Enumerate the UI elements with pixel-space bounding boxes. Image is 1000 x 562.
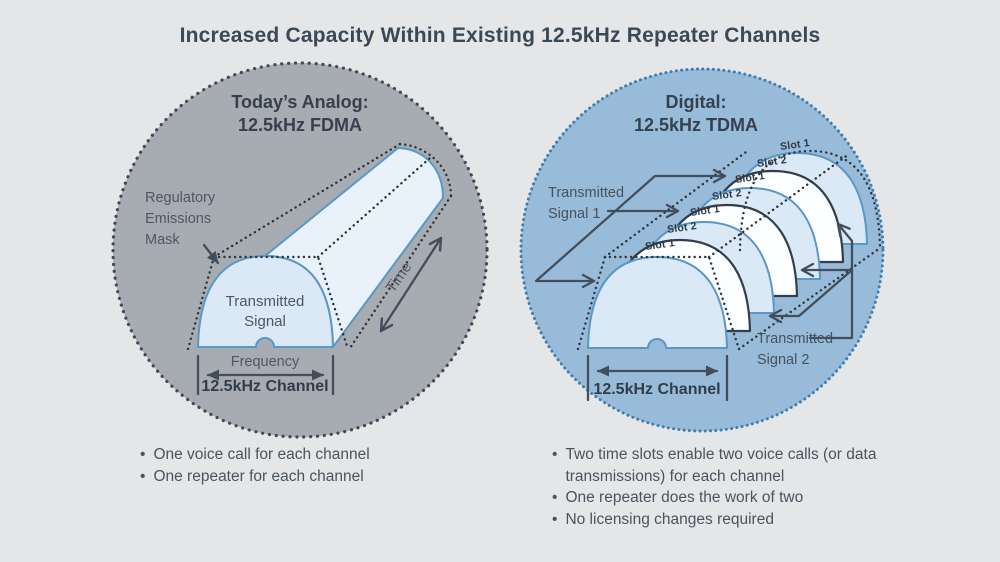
fdma-bullet-list: • One voice call for each channel • One … — [140, 444, 500, 487]
signal1-line2: Signal 1 — [548, 206, 601, 222]
list-item: • One repeater does the work of two — [552, 487, 912, 509]
channel-label-left: 12.5kHz Channel — [201, 378, 329, 395]
page-title: Increased Capacity Within Existing 12.5k… — [179, 24, 821, 47]
frequency-label: Frequency — [230, 354, 300, 370]
bullet-text: Two time slots enable two voice calls (o… — [565, 446, 877, 485]
dotted-border — [111, 61, 489, 439]
fdma-arrows — [196, 236, 443, 396]
signal2-arrow-1 — [800, 262, 854, 340]
tdma-bullet-list: • Two time slots enable two voice calls … — [552, 444, 912, 530]
transmitted-signal-line2: Signal — [244, 313, 286, 330]
bullet-text: One repeater for each channel — [153, 467, 364, 485]
bullet-marker: • — [552, 446, 558, 463]
bullet-marker: • — [140, 446, 146, 463]
signal1-line1: Transmitted — [548, 185, 625, 201]
dotted-border — [519, 67, 885, 433]
list-item: • Two time slots enable two voice calls … — [552, 444, 912, 487]
tdma-heading-line2: 12.5kHz TDMA — [633, 114, 759, 135]
fdma-circle — [111, 61, 489, 439]
tdma-heading: Digital: 12.5kHz TDMA — [546, 91, 846, 136]
fdma-heading-line1: Today’s Analog: — [231, 92, 369, 112]
bullet-marker: • — [140, 467, 146, 485]
signal1-span-arrow — [534, 168, 727, 289]
tdma-circle — [519, 67, 885, 433]
signal2-line2: Signal 2 — [757, 352, 810, 368]
mask-pointer-arrow — [202, 243, 220, 265]
fdma-heading: Today’s Analog: 12.5kHz FDMA — [150, 91, 450, 136]
mask-label-line2: Emissions — [145, 211, 212, 227]
analog-signal-cylinder — [197, 147, 444, 348]
cylinder-front-dome — [197, 255, 334, 348]
time-arrow — [379, 236, 443, 333]
bullet-text: One repeater does the work of two — [565, 489, 804, 506]
transmitted-signal1-label: Transmitted Signal 1 — [548, 183, 658, 225]
channel-label-right: 12.5kHz Channel — [593, 381, 721, 398]
bullet-marker: • — [552, 510, 558, 528]
mask-label-line3: Mask — [145, 232, 180, 248]
signal2-arrow-3 — [836, 222, 854, 272]
bullet-text: One voice call for each channel — [153, 446, 370, 463]
tdma-arrows — [534, 168, 854, 402]
list-item: • One repeater for each channel — [140, 466, 500, 488]
list-item: • No licensing changes required — [552, 509, 912, 531]
bullet-text: No licensing changes required — [565, 510, 774, 528]
transmitted-signal-label: Transmitted Signal — [200, 292, 330, 332]
regulatory-emissions-mask-label: Regulatory Emissions Mask — [145, 188, 265, 251]
transmitted-signal2-label: Transmitted Signal 2 — [757, 329, 867, 371]
bullet-marker: • — [552, 489, 558, 506]
fdma-heading-line2: 12.5kHz FDMA — [237, 114, 363, 135]
signal2-arrow-2 — [768, 268, 854, 324]
tdma-heading-line1: Digital: — [665, 92, 727, 112]
list-item: • One voice call for each channel — [140, 444, 500, 466]
signal2-line1: Transmitted — [757, 331, 834, 347]
mask-label-line1: Regulatory — [145, 190, 216, 206]
transmitted-signal-line1: Transmitted — [225, 293, 305, 310]
